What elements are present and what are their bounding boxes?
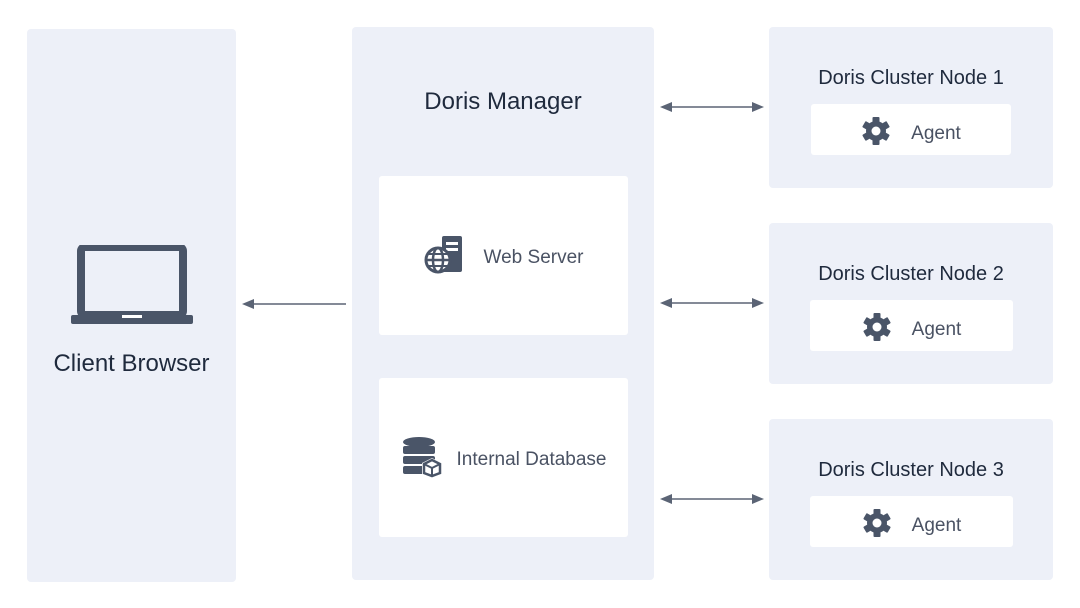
agent-card-1: Agent: [811, 104, 1011, 155]
client-browser-title: Client Browser: [53, 350, 210, 377]
web-server-card: Web Server: [379, 176, 628, 335]
agent-label-3: Agent: [911, 514, 962, 536]
client-browser-panel: Client Browser: [27, 29, 236, 582]
cluster-node-3-panel: Doris Cluster Node 3 Agent: [769, 419, 1053, 580]
gear-icon: [861, 116, 891, 151]
cluster-node-1-panel: Doris Cluster Node 1 Agent: [769, 27, 1053, 188]
doris-manager-panel: Doris Manager Web Server: [352, 27, 654, 580]
cluster-node-1-title: Doris Cluster Node 1: [818, 67, 1004, 89]
internal-database-label: Internal Database: [456, 448, 607, 470]
agent-label-1: Agent: [911, 122, 961, 144]
arrow-manager-node-1: [660, 102, 764, 112]
cluster-node-3-title: Doris Cluster Node 3: [818, 459, 1004, 481]
gear-icon: [862, 312, 892, 347]
gear-icon: [862, 508, 892, 543]
arrow-manager-to-client: [242, 299, 346, 309]
web-server-icon: [424, 234, 466, 281]
agent-label-2: Agent: [911, 318, 962, 340]
web-server-label: Web Server: [483, 246, 584, 268]
internal-database-card: Internal Database: [379, 378, 628, 537]
arrow-manager-node-2: [660, 298, 764, 308]
laptop-icon: [71, 243, 193, 330]
cluster-node-2-panel: Doris Cluster Node 2 Agent: [769, 223, 1053, 384]
doris-manager-title: Doris Manager: [424, 88, 582, 115]
arrow-manager-node-3: [660, 494, 764, 504]
agent-card-3: Agent: [810, 496, 1013, 547]
cluster-node-2-title: Doris Cluster Node 2: [818, 263, 1004, 285]
database-icon: [401, 436, 443, 483]
agent-card-2: Agent: [810, 300, 1013, 351]
